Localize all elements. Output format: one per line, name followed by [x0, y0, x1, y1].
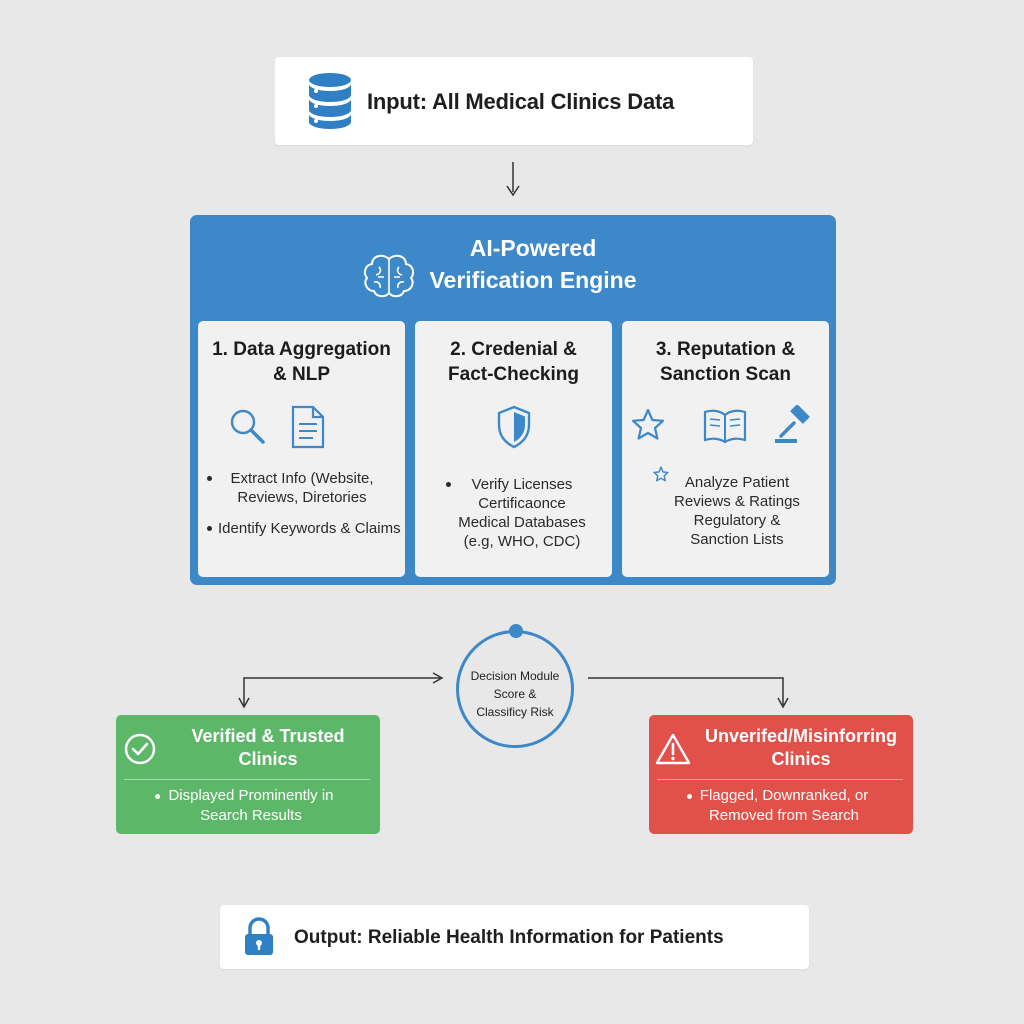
panel-icons [415, 405, 612, 451]
engine-title-line1: AI-Powered [469, 235, 597, 261]
bullet [155, 794, 160, 799]
engine-title: AI-Powered Verification Engine [416, 232, 650, 296]
decision-line2: Score & [493, 687, 537, 701]
list-item: Verify Licenses Certificaonce Medical Da… [437, 475, 607, 551]
list-item: Analyze Patient Reviews & Ratings Regula… [642, 473, 832, 549]
list-item-line: Medical Databases [458, 514, 586, 531]
arrow-head-decision [432, 672, 444, 684]
document-icon [291, 405, 325, 449]
verification-engine: AI-Powered Verification Engine 1. Data A… [190, 215, 836, 585]
verified-desc-line2: Search Results [200, 807, 302, 824]
panel-title-line1: 1. Data Aggregation [212, 339, 391, 360]
connector-left [243, 677, 440, 705]
list-item-line: (e.g, WHO, CDC) [463, 533, 581, 550]
panel-title: 2. Credenial & Fact-Checking [415, 337, 612, 387]
output-label: Output: Reliable Health Information for … [294, 927, 724, 948]
engine-title-line2: Verification Engine [429, 267, 637, 293]
panel-title-line2: Fact-Checking [448, 364, 579, 385]
list-item-line: Regulatory & [693, 512, 781, 529]
panel-title-line2: & NLP [273, 364, 330, 385]
unverified-desc: Flagged, Downranked, or Removed from Sea… [659, 786, 909, 826]
list-item-line: Certificaonce [478, 495, 566, 512]
bullet [207, 476, 212, 481]
list-item: Identify Keywords & Claims [218, 519, 401, 538]
connector-right [588, 677, 784, 705]
verified-title: Verified & Trusted Clinics [156, 725, 380, 771]
panel-title: 3. Reputation & Sanction Scan [622, 337, 829, 387]
verified-title-line1: Verified & Trusted [191, 726, 345, 746]
brain-icon [363, 254, 415, 298]
panel-icons [198, 405, 405, 451]
unverified-desc-line1: Flagged, Downranked, or [699, 787, 869, 804]
panel-reputation-scan: 3. Reputation & Sanction Scan [622, 321, 829, 577]
lock-icon [245, 917, 273, 955]
arrow-head-right [777, 697, 789, 709]
book-icon [703, 409, 747, 444]
bullet [446, 482, 451, 487]
panel-data-aggregation: 1. Data Aggregation & NLP Extract Info (… [198, 321, 405, 577]
verified-desc: Displayed Prominently in Search Results [126, 786, 376, 826]
panel-credential-check: 2. Credenial & Fact-Checking Verify Lice… [415, 321, 612, 577]
panel-icons [622, 405, 829, 451]
decision-dot [509, 624, 523, 638]
decision-line1: Decision Module [470, 669, 560, 683]
list-item-line: Sanction Lists [690, 531, 784, 548]
divider [124, 779, 370, 780]
decision-module: Decision Module Score & Classificy Risk [456, 624, 574, 748]
unverified-clinics-box: Unverifed/Misinforring Clinics Flagged, … [649, 715, 913, 834]
gavel-icon [775, 405, 810, 443]
divider [657, 779, 903, 780]
star-bullet-icon [653, 466, 669, 482]
list-item-line: Identify Keywords & Claims [218, 520, 401, 537]
search-icon [230, 409, 265, 444]
list-item-line: Analyze Patient [684, 474, 790, 491]
arrow-head-left [238, 697, 250, 709]
decision-text: Decision Module Score & Classificy Risk [459, 667, 571, 721]
input-label: Input: All Medical Clinics Data [367, 89, 675, 114]
panel-title-line2: Sanction Scan [660, 364, 791, 385]
verified-clinics-box: Verified & Trusted Clinics Displayed Pro… [116, 715, 380, 834]
unverified-title-line2: Clinics [771, 749, 831, 769]
shield-icon [497, 405, 531, 449]
list-item-line: Reviews, Diretories [237, 489, 367, 506]
bullet [687, 794, 692, 799]
unverified-title-line1: Unverifed/Misinforring [704, 726, 897, 746]
verified-title-line2: Clinics [238, 749, 298, 769]
verified-desc-line1: Displayed Prominently in [168, 787, 334, 804]
unverified-desc-line2: Removed from Search [708, 807, 860, 824]
panel-title: 1. Data Aggregation & NLP [198, 337, 405, 387]
arrow-down-icon [506, 162, 520, 197]
star-icon [631, 408, 665, 440]
warning-icon [655, 733, 691, 765]
list-item-line: Extract Info (Website, [230, 470, 374, 487]
list-item-line: Reviews & Ratings [674, 493, 800, 510]
database-icon [309, 73, 351, 129]
decision-line3: Classificy Risk [476, 705, 554, 719]
panel-title-line1: 2. Credenial & [450, 339, 577, 360]
check-circle-icon [124, 733, 156, 765]
list-item-line: Verify Licenses [471, 476, 573, 493]
input-box: Input: All Medical Clinics Data [275, 57, 753, 145]
unverified-title: Unverifed/Misinforring Clinics [689, 725, 913, 771]
bullet [207, 526, 212, 531]
output-box: Output: Reliable Health Information for … [220, 905, 809, 969]
list-item: Extract Info (Website, Reviews, Diretori… [218, 469, 386, 507]
panel-title-line1: 3. Reputation & [655, 339, 796, 360]
